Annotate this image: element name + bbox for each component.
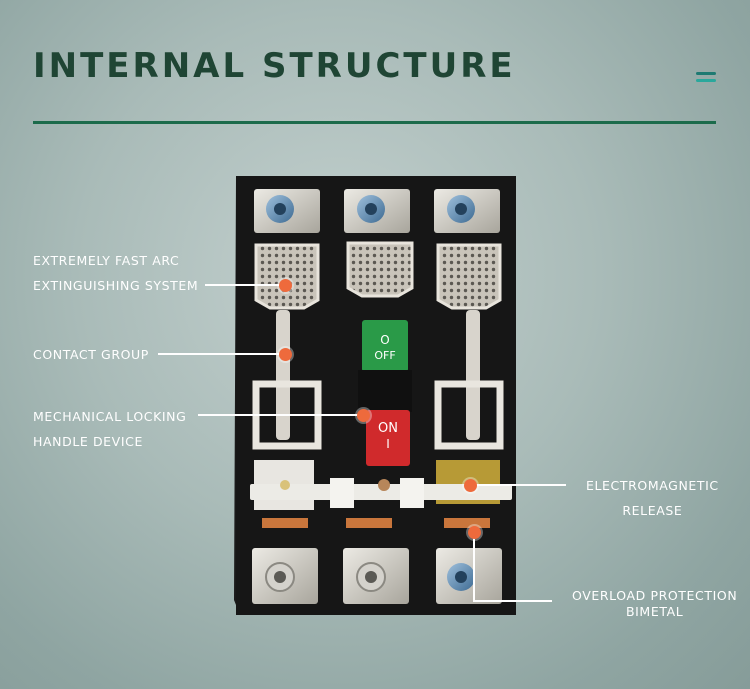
electromagnetic-release-label: ELECTROMAGNETIC RELEASE [586, 473, 719, 523]
mechanical-locking-label: MECHANICAL LOCKING HANDLE DEVICE [33, 404, 186, 454]
arc-leader-line [205, 284, 285, 286]
em-label-line1: ELECTROMAGNETIC [586, 478, 719, 493]
locking-label-line2: HANDLE DEVICE [33, 434, 143, 449]
arc-label-line1: EXTREMELY FAST ARC [33, 253, 180, 268]
top-terminal-blocks [254, 189, 500, 233]
off-label: OFF [374, 349, 395, 362]
overload-label-line1: OVERLOAD PROTECTION [572, 588, 738, 603]
arc-marker-dot [279, 279, 292, 292]
bimetal-coils [262, 518, 490, 528]
trip-mechanism [250, 460, 512, 510]
overload-marker-dot [468, 526, 481, 539]
page-title: INTERNAL STRUCTURE [33, 46, 516, 86]
contact-marker-dot [279, 348, 292, 361]
em-leader-line [470, 484, 566, 486]
bottom-terminal-blocks [252, 548, 502, 604]
overload-label-line2: BIMETAL [625, 604, 684, 619]
off-symbol: O [380, 333, 389, 347]
title-divider [33, 121, 716, 124]
em-label-line2: RELEASE [622, 503, 683, 518]
locking-leader-line [198, 414, 362, 416]
locking-marker-dot [357, 409, 370, 422]
arc-label-line2: EXTINGUISHING SYSTEM [33, 278, 199, 293]
contact-leader-line [158, 353, 285, 355]
contact-group-label: CONTACT GROUP [33, 347, 149, 362]
hamburger-menu-icon[interactable] [696, 72, 716, 92]
locking-label-line1: MECHANICAL LOCKING [33, 409, 187, 424]
overload-protection-label: OVERLOAD PROTECTION BIMETAL [572, 588, 737, 620]
overload-leader-vertical [473, 532, 475, 602]
overload-leader-line [474, 600, 552, 602]
contact-arms [252, 310, 504, 450]
operating-handle: O OFF ON I [358, 320, 412, 466]
arc-extinguishing-label: EXTREMELY FAST ARC EXTINGUISHING SYSTEM [33, 248, 198, 298]
em-marker-dot [464, 479, 477, 492]
on-label: ON [378, 421, 398, 436]
on-symbol: I [386, 437, 390, 451]
arc-chute-plates [254, 241, 502, 310]
